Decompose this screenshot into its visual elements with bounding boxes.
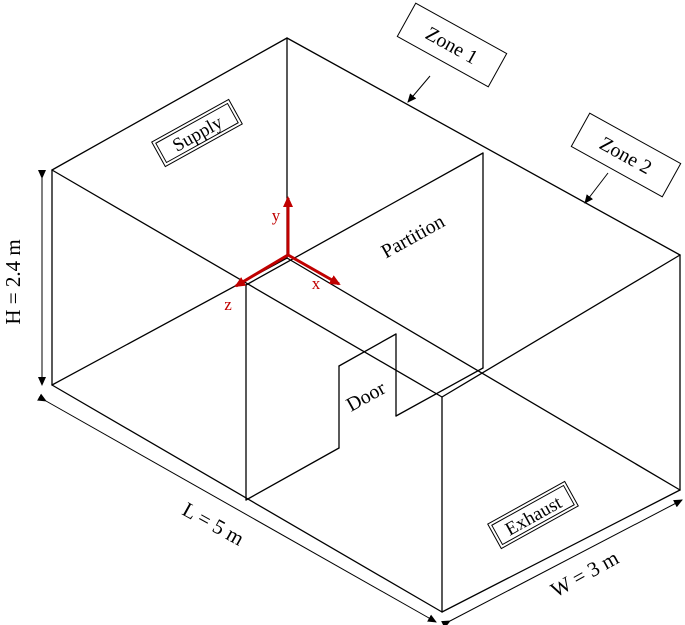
z-axis-label: z xyxy=(224,295,232,314)
exhaust-label: Exhaust xyxy=(502,492,566,540)
width-dimension: W = 3 m xyxy=(441,499,683,625)
supply-label: Supply xyxy=(169,112,227,157)
y-axis-label: y xyxy=(272,206,281,225)
partition-label: Partition xyxy=(378,210,449,263)
length-label: L = 5 m xyxy=(179,497,249,550)
coordinate-axes: y x z xyxy=(224,196,341,314)
x-axis xyxy=(287,253,341,286)
x-axis-label: x xyxy=(312,274,321,293)
door-label: Door xyxy=(343,377,390,416)
zone2-callout: Zone 2 xyxy=(570,112,682,204)
supply-vent: Supply xyxy=(151,98,243,168)
length-dimension: L = 5 m xyxy=(37,393,437,623)
width-label: W = 3 m xyxy=(546,545,622,602)
exhaust-vent: Exhaust xyxy=(487,480,579,550)
height-dimension: H = 2.4 m xyxy=(1,170,46,386)
zone1-callout: Zone 1 xyxy=(396,2,508,103)
partition-wall xyxy=(245,152,484,501)
height-label: H = 2.4 m xyxy=(1,239,25,324)
z-axis xyxy=(234,253,289,288)
